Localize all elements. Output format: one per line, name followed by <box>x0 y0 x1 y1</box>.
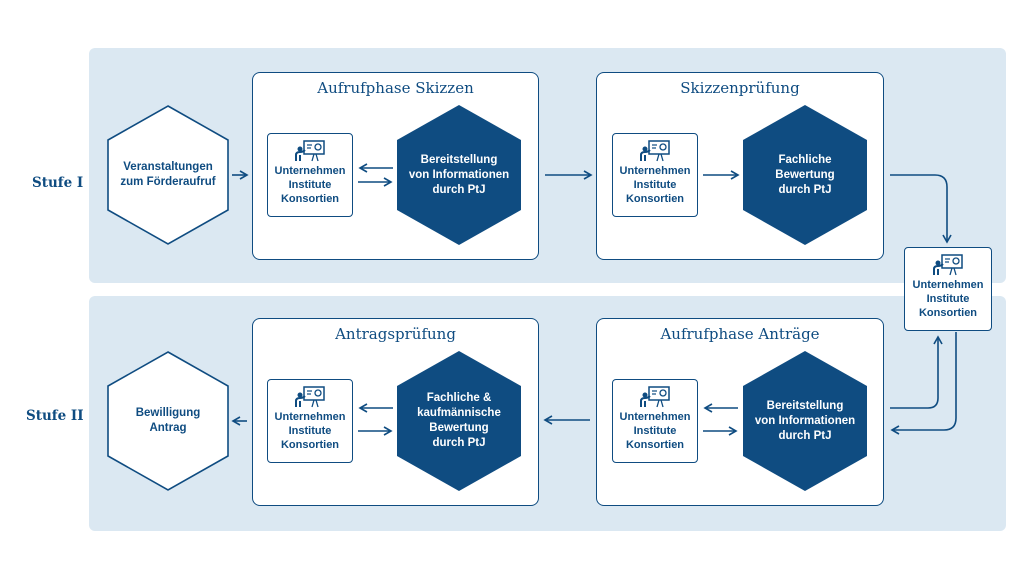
hex-text: zum Förderaufruf <box>120 176 216 188</box>
actor-label: Unternehmen <box>274 411 346 423</box>
presentation-icon <box>640 386 670 408</box>
phase-title: Skizzenprüfung <box>680 79 800 97</box>
actor-label: Institute <box>633 425 677 437</box>
actor-label: Institute <box>633 179 677 191</box>
hex-text: Bereitstellung <box>420 153 498 166</box>
arrow-actor-side-to-info2 <box>890 332 957 435</box>
presentation-icon <box>640 140 670 162</box>
actor-card-4: Unternehmen Institute Konsortien <box>612 379 698 463</box>
actor-label: Institute <box>926 293 970 305</box>
actor-label: Institute <box>288 425 332 437</box>
phase-title: Aufrufphase Skizzen <box>317 79 474 97</box>
actor-label: Konsortien <box>918 307 978 319</box>
actor-card-1: Unternehmen Institute Konsortien <box>267 133 353 217</box>
hex-info1: Bereitstellung von Informationen durch PtJ <box>396 104 522 246</box>
hex-text: von Informationen <box>754 414 856 427</box>
hex-text: Bewilligung <box>135 407 201 419</box>
phase-title: Aufrufphase Anträge <box>660 325 820 343</box>
stage1-label: Stufe I <box>32 175 84 191</box>
hex-info2: Bereitstellung von Informationen durch PtJ <box>742 350 868 492</box>
presentation-icon <box>295 140 325 162</box>
hex-text: Bewertung <box>429 422 489 434</box>
stage2-label: Stufe II <box>26 408 84 424</box>
hex-text: Fachliche & <box>426 392 492 404</box>
actor-card-3: Unternehmen Institute Konsortien <box>267 379 353 463</box>
actor-card-2: Unternehmen Institute Konsortien <box>612 133 698 217</box>
actor-label: Konsortien <box>625 439 685 451</box>
hex-text: Bereitstellung <box>766 399 844 412</box>
actor-label: Institute <box>288 179 332 191</box>
hex-start: Veranstaltungen zum Förderaufruf <box>106 104 230 246</box>
actor-label: Konsortien <box>280 439 340 451</box>
phase-title: Antragsprüfung <box>335 325 456 343</box>
hex-text: Veranstaltungen <box>123 161 213 173</box>
hex-text: Bewertung <box>775 168 835 181</box>
actor-label: Unternehmen <box>274 165 346 177</box>
hex-text: durch PtJ <box>432 183 486 196</box>
hex-text: kaufmännische <box>417 407 501 419</box>
arrow-info2-to-actor-side <box>890 335 943 409</box>
actor-label: Konsortien <box>280 193 340 205</box>
actor-label: Unternehmen <box>912 279 984 291</box>
hex-text: durch PtJ <box>778 429 832 442</box>
arrow-phase2-to-actor-side <box>890 174 952 244</box>
hex-text: von Informationen <box>408 168 510 181</box>
hex-text: durch PtJ <box>778 183 832 196</box>
presentation-icon <box>295 386 325 408</box>
hex-text: Antrag <box>149 422 187 434</box>
actor-card-side: Unternehmen Institute Konsortien <box>904 247 992 331</box>
actor-label: Unternehmen <box>619 165 691 177</box>
hex-text: durch PtJ <box>432 437 486 449</box>
actor-label: Unternehmen <box>619 411 691 423</box>
hex-text: Fachliche <box>778 153 832 166</box>
presentation-icon <box>933 254 963 276</box>
actor-label: Konsortien <box>625 193 685 205</box>
